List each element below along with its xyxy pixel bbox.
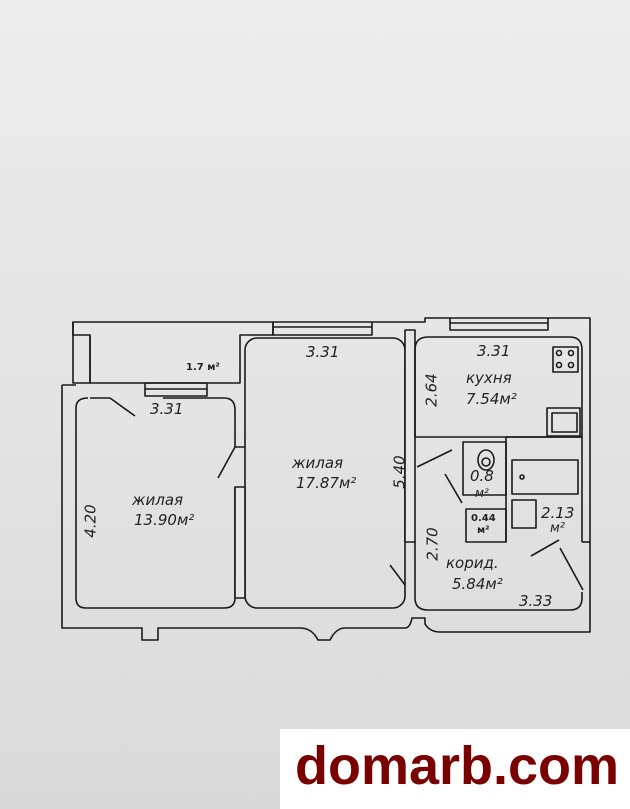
room-living2 bbox=[244, 337, 406, 609]
door-living1 bbox=[217, 446, 236, 479]
dim-kitchen-width: 3.31 bbox=[477, 342, 511, 360]
dim-corridor-width: 3.33 bbox=[519, 592, 553, 610]
corridor-area: 5.84м² bbox=[452, 575, 503, 593]
living1-name: жилая bbox=[132, 491, 184, 509]
outer-wall bbox=[61, 385, 591, 641]
dim-living1-width: 3.31 bbox=[150, 400, 184, 418]
door-kitchen bbox=[416, 449, 453, 468]
stove-icon bbox=[552, 346, 579, 373]
dim-corridor-length: 2.70 bbox=[423, 527, 442, 561]
room-corridor bbox=[414, 542, 583, 611]
corridor-name: корид. bbox=[446, 554, 499, 572]
wc-area-unit: м² bbox=[475, 486, 489, 500]
window-living2 bbox=[272, 321, 373, 336]
bathtub-icon bbox=[511, 459, 579, 495]
toilet-icon bbox=[477, 449, 495, 471]
bath-area-unit: м² bbox=[550, 521, 566, 536]
door-wc bbox=[444, 473, 463, 504]
balcony-area: 1.7 м² bbox=[186, 362, 220, 373]
closet-area-num: 0.44 bbox=[471, 513, 496, 524]
room-bath bbox=[505, 436, 583, 542]
balcony-outline bbox=[72, 321, 274, 384]
watermark-box: domarb.com bbox=[280, 729, 630, 809]
closet-area-unit: м² bbox=[477, 525, 490, 536]
dim-living2-length: 5.40 bbox=[390, 455, 409, 489]
living2-area: 17.87м² bbox=[296, 474, 357, 492]
watermark-text: domarb.com bbox=[295, 736, 620, 796]
door-corridor bbox=[559, 547, 584, 591]
living1-area: 13.90м² bbox=[134, 511, 195, 529]
bath-area-num: 2.13 bbox=[541, 504, 575, 522]
washbasin-icon bbox=[511, 499, 537, 529]
room-kitchen bbox=[414, 336, 583, 438]
room-living1 bbox=[75, 397, 245, 609]
wc-area-num: 0.8 bbox=[470, 467, 494, 485]
balcony-inner bbox=[72, 322, 91, 384]
door-living2 bbox=[389, 564, 406, 586]
dim-kitchen-length: 2.64 bbox=[422, 373, 441, 407]
kitchen-name: кухня bbox=[466, 369, 512, 387]
window-kitchen bbox=[449, 317, 549, 331]
sink-icon bbox=[546, 407, 581, 437]
door-bath bbox=[530, 539, 560, 557]
dim-living1-length: 4.20 bbox=[81, 504, 100, 538]
dim-living2-width: 3.31 bbox=[306, 343, 340, 361]
living2-name: жилая bbox=[292, 454, 344, 472]
kitchen-area: 7.54м² bbox=[466, 390, 517, 408]
